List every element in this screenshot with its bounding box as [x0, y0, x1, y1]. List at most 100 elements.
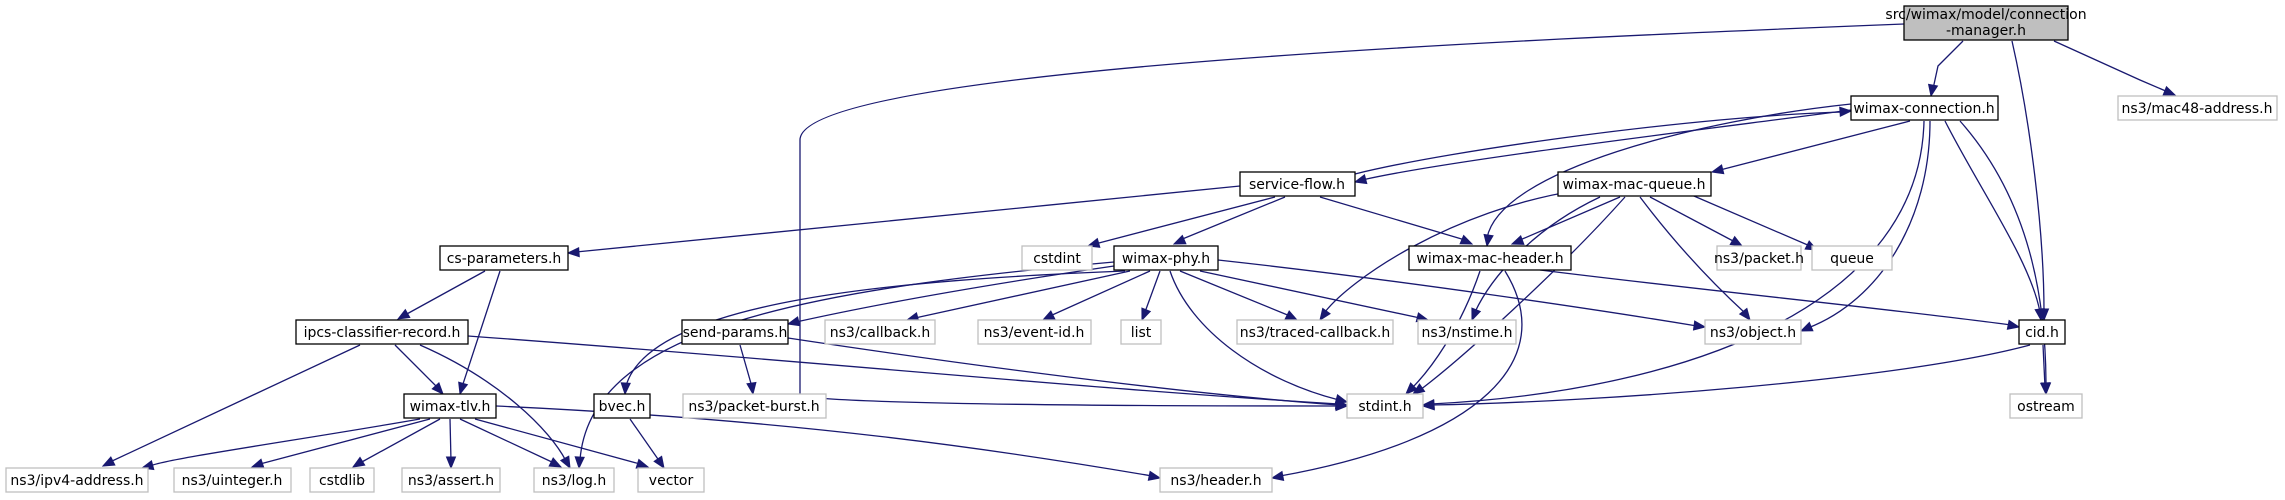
edge-line: [1486, 103, 1852, 239]
node-cid-h[interactable]: cid.h: [2018, 319, 2066, 345]
arrowhead: [431, 381, 444, 395]
arrowhead: [1421, 400, 1435, 411]
node-mac48-address-h[interactable]: ns3/mac48-address.h: [2117, 95, 2278, 121]
edge-line: [1519, 196, 1621, 241]
edge-phy-to-event-id: [1041, 270, 1151, 321]
edge-cm-to-cid: [2011, 40, 2050, 322]
node-label: ns3/traced-callback.h: [1240, 325, 1391, 341]
edge-sf-to-wimax-connection: [1354, 106, 1853, 175]
arrowhead: [635, 458, 650, 469]
node-ipcs-classifier-record-h[interactable]: ipcs-classifier-record.h: [295, 319, 469, 345]
arrowhead: [2006, 319, 2021, 330]
edge-mh-to-cid: [1539, 269, 2021, 330]
edge-line: [2011, 40, 2045, 313]
arrowhead: [1353, 173, 1368, 185]
edge-line: [259, 418, 431, 465]
arrowhead: [1319, 307, 1331, 322]
node-wimax-connection-h[interactable]: wimax-connection.h: [1850, 95, 1999, 121]
edge-line: [625, 270, 1126, 387]
edge-wc-to-ostream: [1959, 120, 2052, 396]
node-label: ns3/assert.h: [408, 473, 494, 489]
arrowhead: [653, 455, 665, 470]
edge-line: [629, 418, 661, 463]
node-ns3-assert-h[interactable]: ns3/assert.h: [401, 467, 501, 493]
edge-line: [787, 337, 1340, 406]
edge-line: [1539, 269, 2012, 326]
edge-line: [799, 23, 1905, 407]
arrowhead: [1334, 399, 1349, 410]
node-label: wimax-mac-header.h: [1416, 251, 1563, 267]
node-wimax-mac-header-h[interactable]: wimax-mac-header.h: [1408, 245, 1572, 271]
node-wimax-tlv-h[interactable]: wimax-tlv.h: [403, 393, 497, 419]
edge-sf-to-cs-parameters: [566, 185, 1241, 258]
edge-sp-to-stdint: [787, 337, 1349, 410]
node-list[interactable]: list: [1120, 319, 1162, 345]
node-send-params-h[interactable]: send-params.h: [681, 319, 789, 345]
edge-tlv-to-log: [459, 418, 563, 468]
edge-line: [1094, 196, 1276, 245]
node-ns3-object-h[interactable]: ns3/object.h: [1704, 319, 1802, 345]
node-ns3-traced-callback-h[interactable]: ns3/traced-callback.h: [1236, 319, 1394, 345]
node-label: wimax-tlv.h: [410, 399, 491, 415]
node-ostream[interactable]: ostream: [2009, 393, 2083, 419]
node-stdint-h[interactable]: stdint.h: [1346, 393, 1424, 419]
edge-line: [449, 418, 452, 462]
arrowhead: [250, 458, 265, 469]
node-cstdint[interactable]: cstdint: [1021, 245, 1093, 271]
edge-line: [575, 185, 1241, 253]
node-ns3-event-id-h[interactable]: ns3/event-id.h: [977, 319, 1092, 345]
node-service-flow-h[interactable]: service-flow.h: [1239, 171, 1356, 197]
node-ns3-nstime-h[interactable]: ns3/nstime.h: [1417, 319, 1517, 345]
arrowhead: [1799, 321, 1814, 332]
node-wimax-phy-h[interactable]: wimax-phy.h: [1113, 245, 1219, 271]
node-ns3-header-h[interactable]: ns3/header.h: [1159, 467, 1273, 493]
edge-tlv-to-uinteger: [250, 418, 431, 469]
edge-csp-to-wimax-tlv: [458, 270, 501, 396]
edge-ipcs-to-wimax-tlv: [394, 344, 444, 395]
arrowhead: [1729, 235, 1744, 247]
node-ns3-log-h[interactable]: ns3/log.h: [533, 467, 615, 493]
edge-line: [1354, 111, 1844, 175]
node-label: ipcs-classifier-record.h: [304, 325, 461, 341]
arrowhead: [1270, 470, 1285, 482]
edge-mh-to-header: [1270, 270, 1523, 482]
edge-mq-to-stdint: [1411, 196, 1626, 395]
arrowhead: [566, 246, 580, 258]
node-ns3-packet-burst-h[interactable]: ns3/packet-burst.h: [682, 393, 827, 419]
node-connection-manager-h[interactable]: src/wimax/model/connection -manager.h: [1885, 5, 2087, 41]
arrowhead: [1405, 382, 1418, 395]
node-ns3-ipv4-address-h[interactable]: ns3/ipv4-address.h: [5, 467, 149, 493]
node-ns3-uinteger-h[interactable]: ns3/uinteger.h: [173, 467, 292, 493]
edge-tlv-to-cstdlib: [351, 418, 441, 468]
node-label: service-flow.h: [1249, 177, 1345, 193]
arrowhead: [620, 382, 631, 396]
node-queue[interactable]: queue: [1811, 245, 1893, 271]
edge-line: [2053, 40, 2169, 93]
node-ns3-callback-h[interactable]: ns3/callback.h: [824, 319, 936, 345]
edge-line: [467, 335, 1340, 405]
node-ns3-packet-h[interactable]: ns3/packet.h: [1714, 245, 1804, 271]
node-label: src/wimax/model/connection: [1885, 7, 2086, 23]
node-bvec-h[interactable]: bvec.h: [593, 393, 651, 419]
edge-line: [795, 265, 1115, 323]
node-label: ns3/object.h: [1710, 325, 1796, 341]
edge-line: [1430, 344, 2031, 406]
node-label: ns3/header.h: [1170, 473, 1261, 489]
node-vector[interactable]: vector: [637, 467, 705, 493]
edge-line: [1932, 40, 1964, 90]
edge-sf-to-cstdint: [1086, 196, 1276, 248]
edge-line: [109, 344, 361, 463]
edge-line: [1144, 270, 1161, 313]
edge-line: [1361, 109, 1852, 181]
edge-line: [1649, 196, 1736, 243]
arrowhead: [1839, 106, 1853, 117]
edge-line: [1169, 270, 1340, 401]
node-wimax-mac-queue-h[interactable]: wimax-mac-queue.h: [1557, 171, 1712, 197]
node-cs-parameters-h[interactable]: cs-parameters.h: [439, 245, 569, 271]
node-cstdlib[interactable]: cstdlib: [309, 467, 375, 493]
edge-line: [739, 344, 753, 388]
edge-line: [1411, 270, 1481, 389]
edge-csp-to-ipcs: [396, 270, 486, 320]
edge-line: [1959, 120, 2047, 387]
edge-line: [1719, 120, 1911, 171]
